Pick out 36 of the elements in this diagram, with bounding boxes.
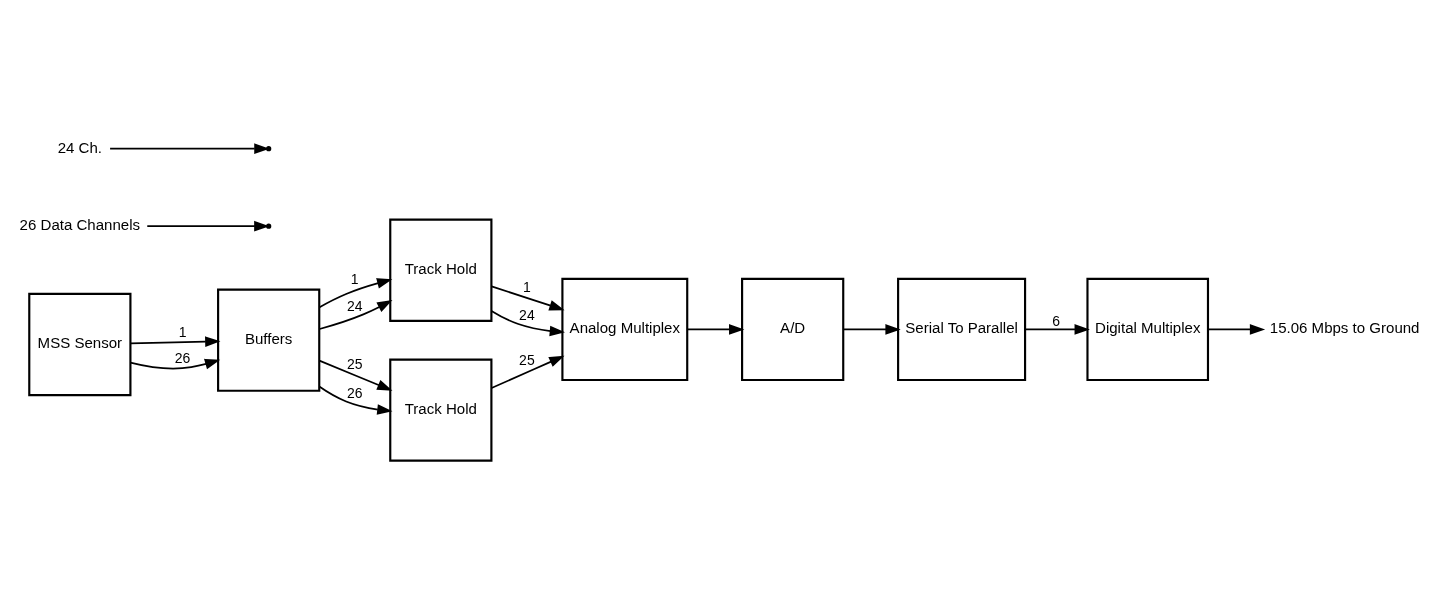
node-text: 15.06 Mbps to Ground bbox=[1269, 319, 1420, 337]
edge-label: 24 bbox=[346, 297, 363, 314]
arrow bbox=[146, 220, 270, 232]
arrow bbox=[686, 324, 745, 335]
edge-label: 1 bbox=[350, 270, 359, 287]
node-text: 24 Ch. bbox=[57, 138, 103, 156]
arrow bbox=[1024, 324, 1090, 335]
arrow bbox=[490, 355, 565, 389]
edge-label: 26 bbox=[346, 384, 363, 401]
node-text: 26 Data Channels bbox=[19, 216, 141, 234]
arrow bbox=[318, 300, 393, 330]
edge-label: 25 bbox=[346, 355, 363, 372]
node-box: Serial To Parallel bbox=[897, 277, 1027, 382]
arrow bbox=[490, 285, 565, 311]
arrow bbox=[129, 358, 221, 370]
node-box: Digital Multiplex bbox=[1086, 277, 1210, 382]
node-box: MSS Sensor bbox=[28, 292, 132, 397]
node-box: A/D bbox=[741, 277, 845, 382]
arrow bbox=[129, 336, 221, 347]
arrow bbox=[109, 143, 270, 155]
arrow bbox=[1207, 324, 1266, 335]
arrow bbox=[318, 385, 393, 415]
edge-label: 1 bbox=[523, 279, 531, 296]
edge-label: 6 bbox=[1052, 312, 1061, 329]
node-box: Buffers bbox=[217, 288, 321, 392]
node-box: Analog Multiplex bbox=[561, 277, 689, 382]
arrow bbox=[490, 310, 565, 337]
edge-label: 26 bbox=[174, 350, 191, 367]
node-box: Track Hold bbox=[389, 358, 493, 462]
edge-label: 1 bbox=[178, 324, 187, 341]
edge-label: 25 bbox=[519, 352, 535, 369]
node-box: Track Hold bbox=[389, 218, 493, 322]
edge-label: 24 bbox=[519, 307, 535, 324]
arrow bbox=[318, 278, 393, 308]
arrow bbox=[842, 324, 901, 335]
arrow bbox=[318, 359, 393, 391]
